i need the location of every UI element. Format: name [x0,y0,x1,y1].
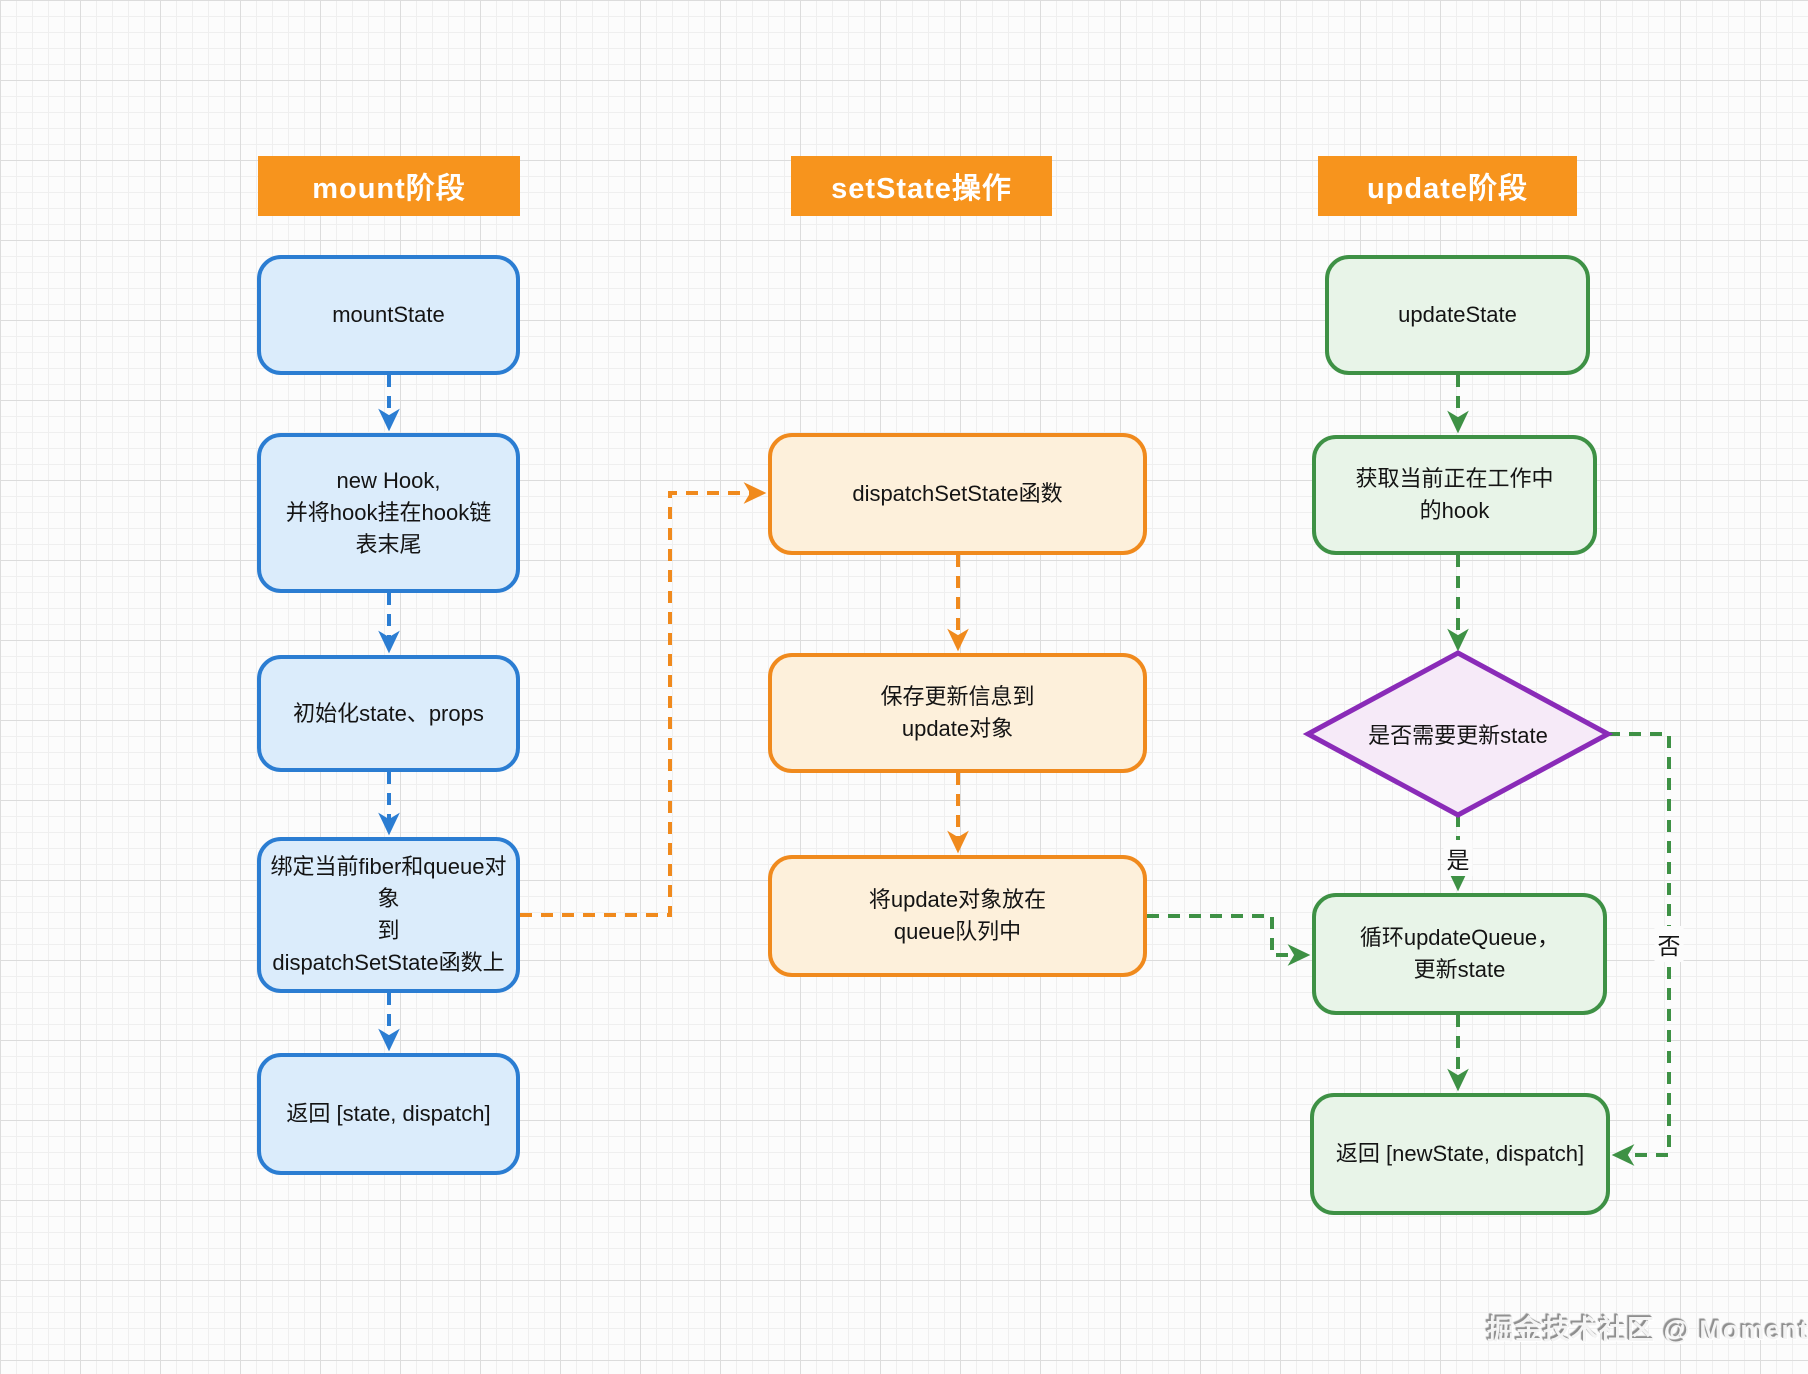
column-header-setstate: setState操作 [791,156,1052,216]
node-save-update-info: 保存更新信息到 update对象 [768,653,1147,773]
node-loop-update-queue: 循环updateQueue， 更新state [1312,893,1607,1015]
node-update-state: updateState [1325,255,1590,375]
node-get-current-hook: 获取当前正在工作中 的hook [1312,435,1597,555]
node-init-state-props: 初始化state、props [257,655,520,772]
watermark-text: 掘金技术社区 @ Moment [1487,1315,1808,1345]
node-return-state-dispatch: 返回 [state, dispatch] [257,1053,520,1175]
node-bind-fiber-queue: 绑定当前fiber和queue对象 到 dispatchSetState函数上 [257,837,520,993]
node-mount-state: mountState [257,255,520,375]
node-dispatch-set-state-fn: dispatchSetState函数 [768,433,1147,555]
node-new-hook: new Hook, 并将hook挂在hook链 表末尾 [257,433,520,593]
column-header-mount: mount阶段 [258,156,520,216]
edge-putqueue-loopqueue [1147,914,1311,966]
node-put-update-in-queue: 将update对象放在 queue队列中 [768,855,1147,977]
edge-bindfiber-dispatchfn [520,482,767,917]
edge-decision-no-returnnew [1608,732,1671,1166]
decision-diamond-shape [1302,650,1614,818]
column-header-update: update阶段 [1318,156,1577,216]
node-return-newstate-dispatch: 返回 [newState, dispatch] [1310,1093,1610,1215]
edge-label-yes: 是 [1443,840,1473,876]
decision-diamond-label: 是否需要更新state [1368,723,1548,748]
edge-label-no: 否 [1654,926,1684,962]
